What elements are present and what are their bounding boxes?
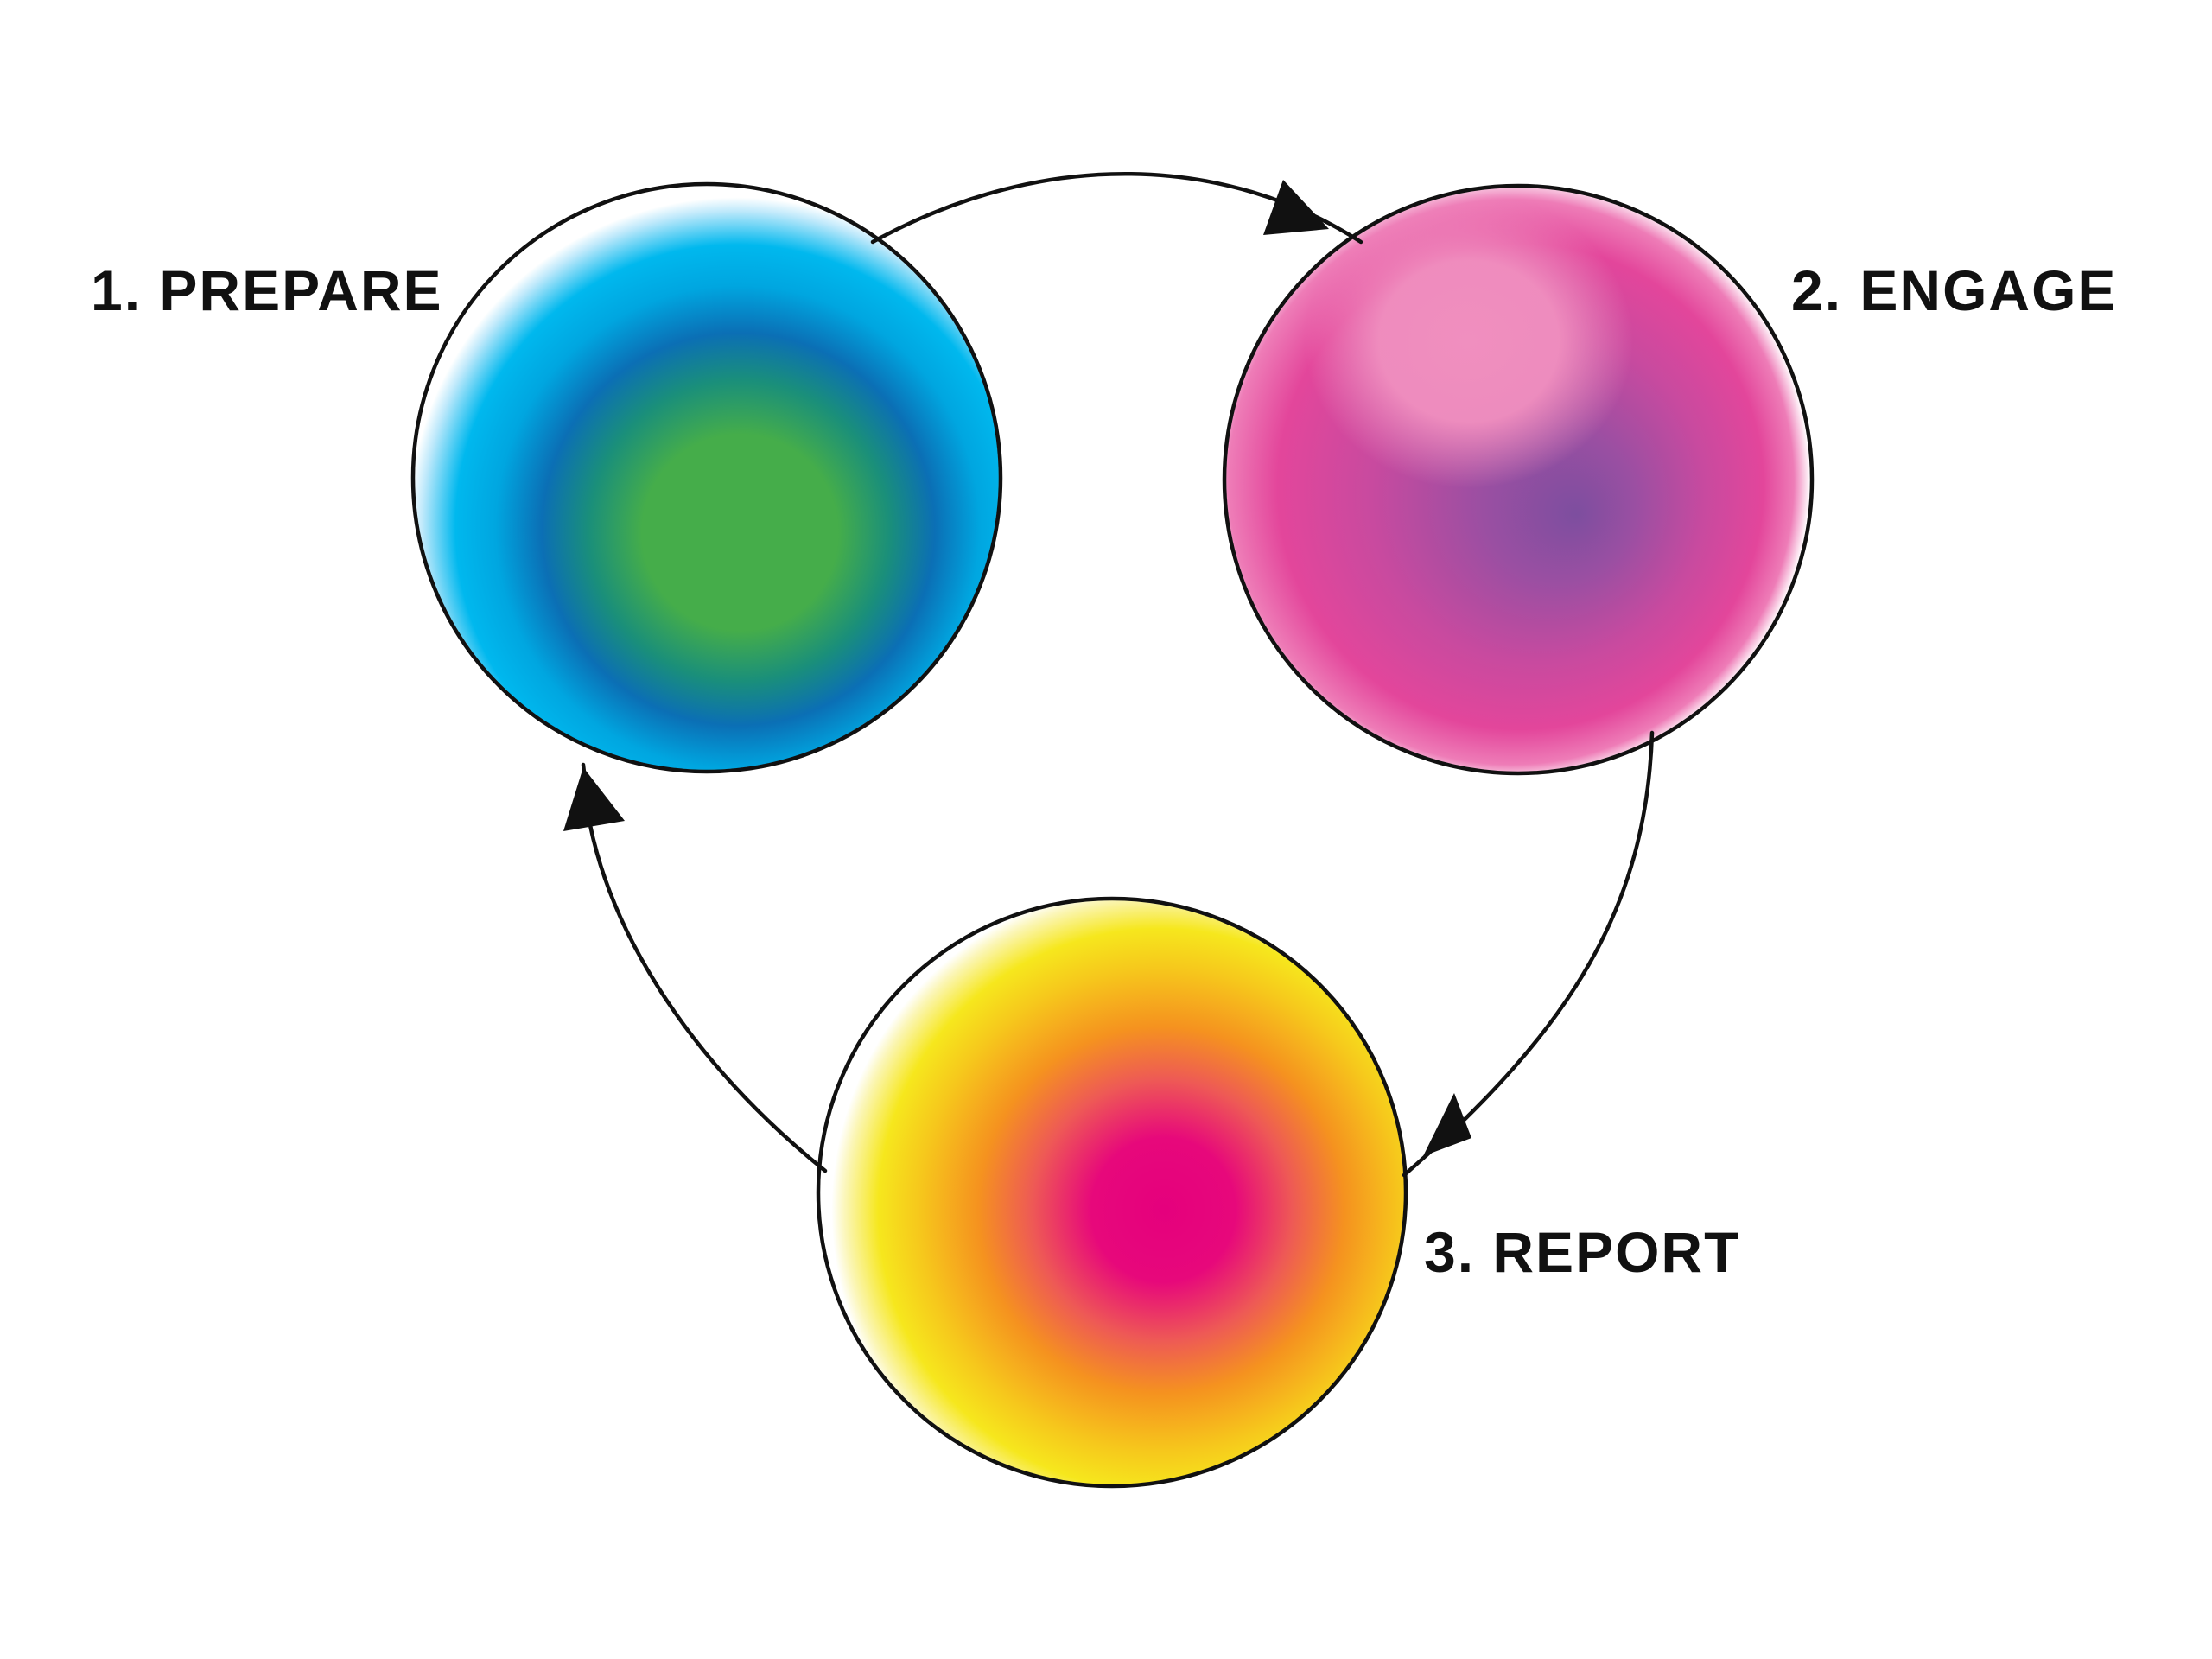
report-label: 3. REPORT [1424,1220,1740,1284]
arrow-engage-to-report [1402,730,1655,1178]
prepare-label: 1. PREPARE [91,258,443,322]
stage-report: 3. REPORT [816,896,1740,1489]
arrow-report-to-prepare [581,762,828,1173]
report-gradient-fill [820,900,1404,1484]
engage-highlight [1305,194,1633,488]
prepare-circle-outline [410,181,1003,774]
arrowhead-prepare-icon [563,767,625,831]
prepare-gradient-fill [415,186,999,770]
report-circle-outline [816,896,1408,1489]
arrowhead-report-icon [1423,1093,1471,1156]
engage-circle-outline [1222,183,1815,776]
stage-engage: 2. ENGAGE [1222,183,2117,776]
stage-prepare: 1. PREPARE [91,181,1003,774]
cycle-arrows [563,171,1655,1178]
engage-label: 2. ENGAGE [1791,258,2117,322]
arrowhead-engage-icon [1263,180,1329,235]
